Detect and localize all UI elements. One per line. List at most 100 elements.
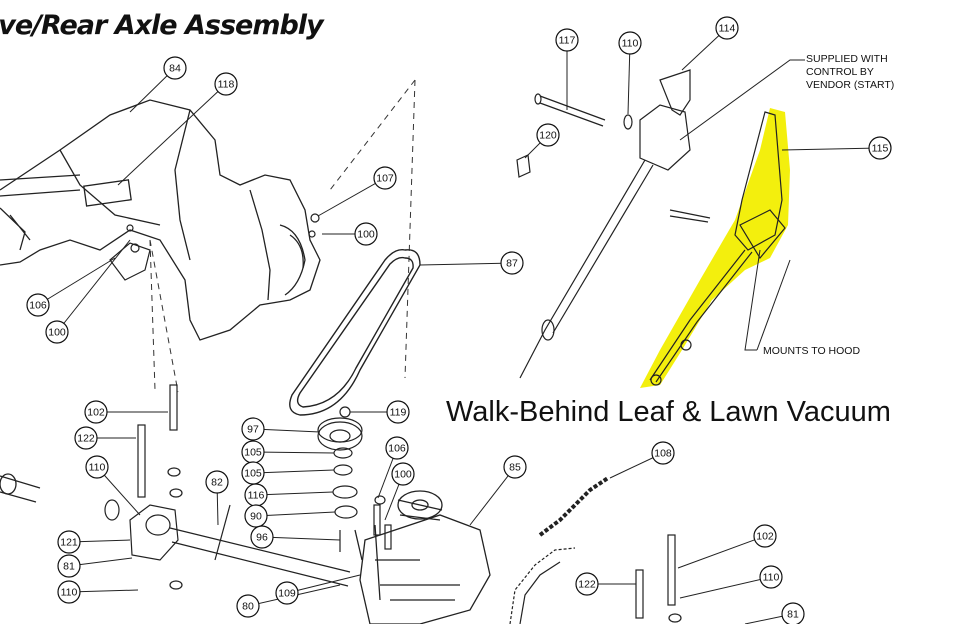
callout-circle: [386, 400, 410, 424]
callout-circle: [236, 594, 260, 618]
callout-label: 100: [48, 327, 66, 339]
callout-circle: [354, 222, 378, 246]
callout-leader: [469, 466, 516, 526]
callout-circle: [205, 470, 229, 494]
left-shaft: [0, 174, 81, 503]
callout-87: 87: [419, 251, 524, 275]
callout-circle: [575, 572, 599, 596]
callout-106: 106: [377, 436, 409, 499]
callout-85: 85: [469, 455, 527, 526]
callout-102: 102: [84, 400, 168, 424]
callout-122: 122: [575, 572, 636, 596]
callout-118: 118: [117, 72, 238, 186]
axle: [169, 504, 351, 587]
supplied-note-line: VENDOR (START): [806, 79, 895, 91]
callout-circle: [753, 524, 777, 548]
callout-122: 122: [74, 426, 136, 450]
callout-leader: [252, 469, 335, 474]
callout-100: 100: [45, 239, 131, 344]
callout-circle: [163, 56, 187, 80]
callout-107: 107: [317, 166, 397, 217]
alignment-lines: [149, 79, 416, 393]
sprocket: [509, 547, 576, 624]
callout-circle: [555, 28, 579, 52]
callout-label: 116: [248, 490, 265, 502]
callout-circle: [45, 320, 69, 344]
callout-label: 90: [250, 511, 262, 523]
callout-label: 106: [388, 443, 406, 455]
callout-leader: [252, 451, 335, 454]
callout-circle: [536, 123, 560, 147]
callout-circle: [500, 251, 524, 275]
callout-label: 80: [242, 601, 254, 613]
mounts-note: MOUNTS TO HOOD: [763, 345, 861, 357]
callout-leader: [781, 147, 881, 151]
callout-label: 119: [390, 407, 407, 419]
callout-100: 100: [322, 222, 378, 246]
callout-label: 122: [77, 433, 95, 445]
callout-circle: [57, 530, 81, 554]
bolts-right: [373, 495, 682, 623]
callout-label: 102: [756, 531, 774, 543]
callout-circle: [26, 293, 50, 317]
callout-label: 97: [247, 424, 259, 436]
callout-circle: [759, 565, 783, 589]
callout-label: 109: [278, 588, 296, 600]
bolts-left: [137, 384, 183, 590]
callout-leader: [627, 42, 631, 115]
callout-110: 110: [679, 565, 783, 599]
callout-leader: [677, 535, 766, 569]
callout-circle: [275, 581, 299, 605]
control-hardware: [516, 69, 711, 379]
callout-label: 102: [87, 407, 105, 419]
callout-label: 115: [872, 143, 889, 155]
callout-84: 84: [129, 56, 187, 113]
callout-110: 110: [85, 455, 141, 516]
callout-circle: [385, 436, 409, 460]
callout-label: 117: [559, 35, 576, 47]
callout-119: 119: [350, 400, 410, 424]
callout-circle: [618, 31, 642, 55]
callout-117: 117: [555, 28, 579, 110]
callout-circle: [74, 426, 98, 450]
callout-121: 121: [57, 530, 131, 554]
callout-label: 105: [244, 468, 262, 480]
callout-label: 105: [244, 447, 262, 459]
callout-circle: [244, 504, 268, 528]
callout-label: 100: [357, 229, 375, 241]
callout-82: 82: [205, 470, 229, 526]
callout-label: 121: [60, 537, 78, 549]
callout-100: 100: [384, 462, 415, 521]
callout-circle: [57, 554, 81, 578]
callout-label: 120: [539, 130, 557, 142]
callout-120: 120: [524, 123, 560, 159]
belt: [289, 249, 421, 416]
callout-label: 81: [787, 609, 799, 621]
callout-circle: [84, 400, 108, 424]
callout-label: 110: [89, 462, 106, 474]
diagram-caption: Walk-Behind Leaf & Lawn Vacuum: [446, 396, 891, 428]
callout-116: 116: [244, 483, 334, 507]
callout-leader: [286, 574, 361, 594]
callout-leader: [117, 83, 227, 186]
callout-97: 97: [241, 417, 321, 441]
callout-leader: [255, 511, 336, 517]
pillow-block: [104, 499, 179, 561]
callout-label: 122: [578, 579, 596, 591]
callout-leader: [255, 491, 334, 496]
callout-label: 96: [256, 532, 268, 544]
blower-housing: [0, 99, 321, 341]
callout-115: 115: [781, 136, 892, 160]
callout-110: 110: [57, 580, 139, 604]
page-title: ive/Rear Axle Assembly: [0, 10, 324, 41]
callout-81: 81: [744, 602, 805, 624]
callout-label: 106: [29, 300, 47, 312]
callout-circle: [391, 462, 415, 486]
callout-label: 82: [211, 477, 223, 489]
highlighted-start-control: [640, 108, 790, 388]
spring: [538, 476, 610, 537]
callout-circle: [781, 602, 805, 624]
callout-label: 107: [376, 173, 394, 185]
